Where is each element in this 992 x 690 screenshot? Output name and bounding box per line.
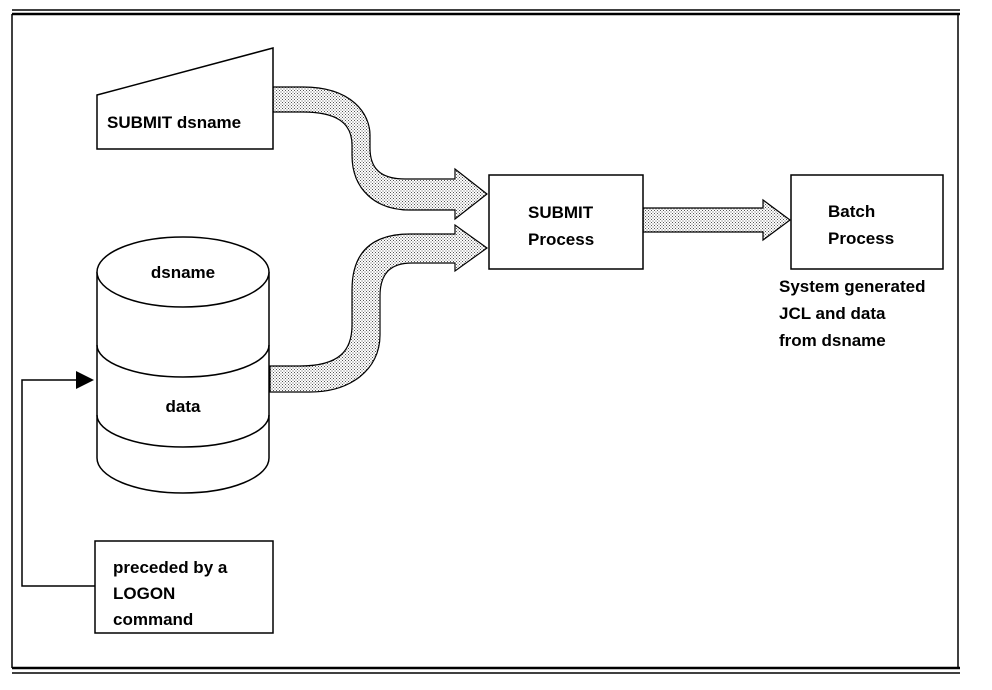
- terminal-input-label: SUBMIT dsname: [107, 113, 241, 132]
- batch-process-line-2: Process: [828, 229, 894, 248]
- submit-process-line-2: Process: [528, 230, 594, 249]
- batch-caption-line-1: System generated: [779, 277, 925, 296]
- batch-caption: System generated JCL and data from dsnam…: [779, 277, 925, 350]
- submit-process-line-1: SUBMIT: [528, 203, 594, 222]
- logon-note-line-2: LOGON: [113, 584, 175, 603]
- dataset-cylinder: dsname data: [96, 236, 270, 494]
- submit-process-box: SUBMIT Process: [488, 174, 644, 270]
- figure-frame: [11, 9, 960, 674]
- flow-arrow-submit-to-batch: [642, 198, 792, 242]
- logon-note-box: preceded by a LOGON command: [94, 540, 274, 634]
- dataset-data-label: data: [166, 397, 202, 416]
- logon-connector: [21, 371, 95, 587]
- dataset-name-label: dsname: [151, 263, 215, 282]
- batch-process-box: Batch Process: [790, 174, 944, 270]
- batch-caption-line-3: from dsname: [779, 331, 886, 350]
- flow-arrow-dataset-to-submit: [269, 223, 489, 393]
- terminal-input-node: SUBMIT dsname: [96, 47, 274, 150]
- batch-process-line-1: Batch: [828, 202, 875, 221]
- flow-arrow-input-to-submit: [272, 86, 488, 221]
- connector-arrowhead-icon: [76, 371, 94, 389]
- logon-note-line-3: command: [113, 610, 193, 629]
- logon-note-line-1: preceded by a: [113, 558, 228, 577]
- batch-caption-line-2: JCL and data: [779, 304, 886, 323]
